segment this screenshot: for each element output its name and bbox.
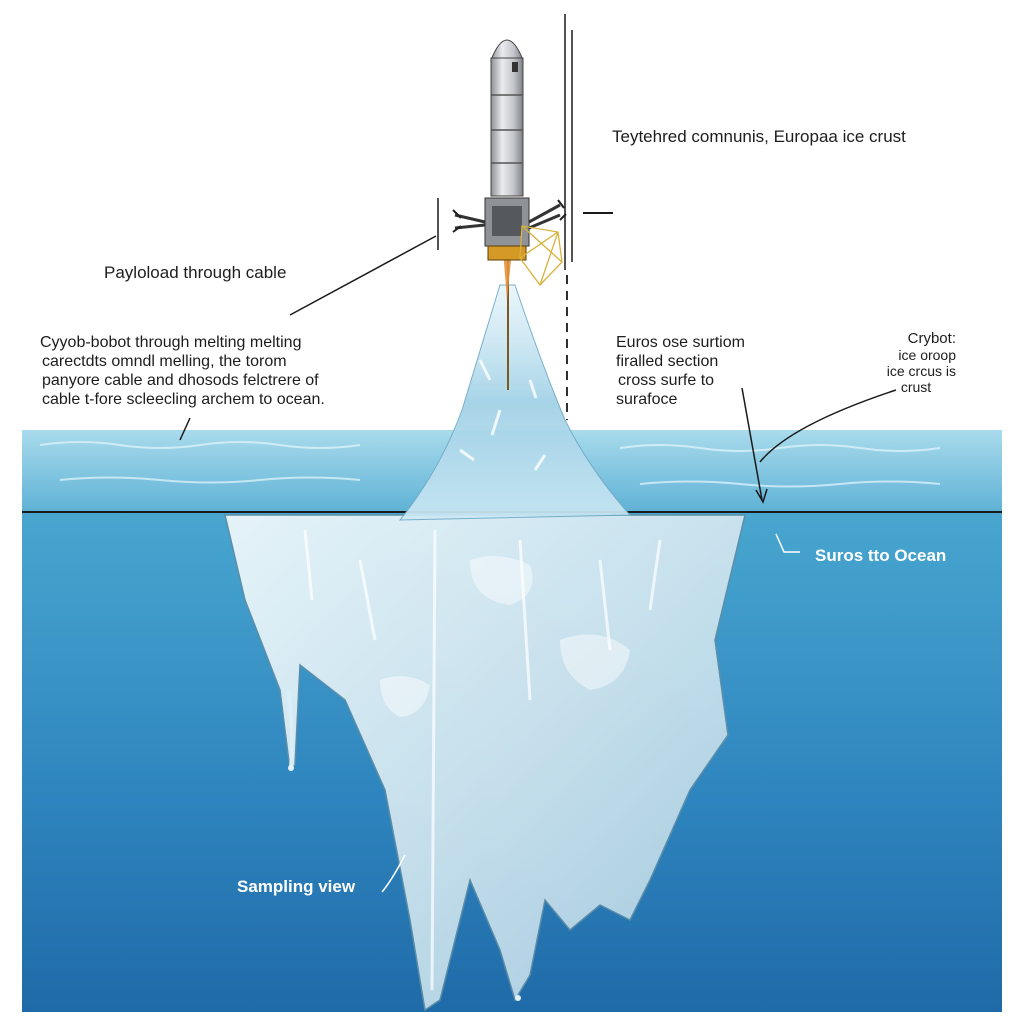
leader-sampling [381,854,406,893]
plume-highlights [459,359,547,471]
leader-payload [289,235,437,316]
ocean-label: Suros tto Ocean [815,546,947,565]
cryobot-note-block: Crybot: ice oroop ice crcus is crust [876,330,956,396]
section-note-line: surafoce [616,391,678,408]
cryobot-description-block: Cyyob-bobot through melting melting care… [40,333,325,409]
cryobot-note-line: ice oroop [898,347,956,363]
rocket-probe-icon [452,39,567,261]
cryobot-description-line: panyore cable and dhosods felctrere of [42,372,319,389]
melt-plume [398,284,632,521]
surface-ripples [39,441,941,488]
ice-crack-lines [303,529,662,991]
sampling-label: Sampling view [237,877,356,896]
drip-drop-left [288,765,294,771]
tethered-title-label: Teytehred comnunis, Europaa ice crust [612,127,906,146]
leader-cryobot-description [179,417,191,441]
cryobot-description-line: Cyyob-bobot through melting melting [40,334,302,351]
leader-cryobot-note [759,389,897,463]
cryobot-note-line: ice crcus is [886,363,956,379]
submerged-ice-mass [224,514,746,1012]
section-note-line: Euros ose surtiom [616,334,745,351]
leader-section-note [741,387,763,501]
leader-ocean [775,533,800,553]
drip-drop-right [515,995,521,1001]
cryobot-description-line: cable t-fore scleecling archem to ocean. [42,391,325,408]
payload-cable-label: Payloload through cable [104,263,287,282]
ice-patches [380,556,630,717]
section-note-line: firalled section [616,353,719,370]
cryobot-note-line: crust [900,379,932,395]
ice-drip-left [286,689,294,769]
section-note-line: cross surfe to [618,372,715,389]
sampling-net [519,225,563,287]
section-note-block: Euros ose surtiom firalled section cross… [616,333,745,409]
cryobot-note-line: Crybot: [907,330,956,347]
leader-section-arrowhead [755,488,768,504]
heat-exhaust [503,250,512,300]
cryobot-description-line: carectdts omndl melling, the torom [42,353,287,370]
